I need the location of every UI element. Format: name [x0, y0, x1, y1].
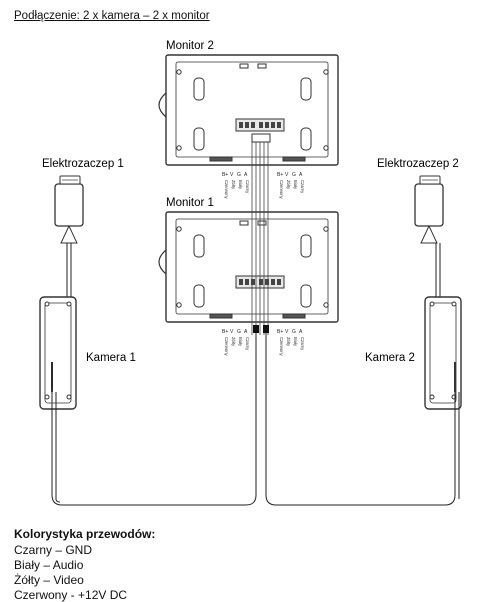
legend-item-0: Czarny – GND — [14, 543, 93, 557]
m2-right-term-0: B+ — [277, 172, 283, 178]
diagram-title: Podłączenie: 2 x kamera – 2 x monitor — [14, 10, 210, 22]
m2-right-name-2: Biały — [293, 180, 298, 190]
legend-item-1: Biały – Audio — [14, 558, 84, 572]
monitor-bus-wires — [251, 142, 269, 335]
m2-right-name-1: Żółty — [286, 180, 291, 190]
m2-left-term-2: G — [237, 172, 241, 178]
camera-2-label: Kamera 2 — [365, 352, 415, 364]
m1-right-name-2: Biały — [293, 337, 298, 347]
m2-left-name-1: Żółty — [231, 180, 236, 190]
m1-left-term-0: B+ — [222, 329, 228, 335]
m1-right-name-0: Czerwony — [279, 337, 284, 357]
m2-right-term-2: G — [292, 172, 296, 178]
camera-1 — [39, 296, 77, 410]
camera-1-label: Kamera 1 — [86, 352, 136, 364]
monitor-1-label: Monitor 1 — [166, 197, 214, 209]
m2-left-name-2: Biały — [238, 180, 243, 190]
m1-left-name-2: Biały — [238, 337, 243, 347]
lock-1 — [54, 175, 84, 244]
monitor-1-connectors — [253, 325, 269, 333]
m1-right-name-3: Czarny — [300, 337, 305, 351]
m1-right-term-3: A — [299, 329, 303, 335]
m1-left-name-1: Żółty — [231, 337, 236, 347]
m2-left-term-3: A — [244, 172, 248, 178]
m2-left-name-0: Czerwony — [224, 180, 229, 200]
lock-2-label: Elektrozaczep 2 — [377, 158, 459, 170]
monitor-2 — [158, 54, 339, 166]
m2-right-name-3: Czarny — [300, 180, 305, 194]
camera-1-cable — [51, 330, 257, 506]
m2-right-term-3: A — [299, 172, 303, 178]
m2-right-term-1: V — [285, 172, 289, 178]
lock-2 — [414, 175, 444, 244]
lock-1-label: Elektrozaczep 1 — [42, 158, 124, 170]
m1-right-term-0: B+ — [277, 329, 283, 335]
legend-item-2: Żółty – Video — [14, 573, 84, 587]
monitor-1 — [158, 211, 339, 323]
monitor-2-label: Monitor 2 — [166, 40, 214, 52]
legend-heading: Kolorystyka przewodów: — [14, 527, 156, 541]
m1-left-term-2: G — [237, 329, 241, 335]
m2-left-term-1: V — [230, 172, 234, 178]
camera-2 — [424, 296, 462, 410]
m1-right-name-1: Żółty — [286, 337, 291, 347]
m2-right-name-0: Czerwony — [279, 180, 284, 200]
m2-left-term-0: B+ — [222, 172, 228, 178]
m2-left-name-3: Czarny — [245, 180, 250, 194]
m1-left-name-0: Czerwony — [224, 337, 229, 357]
m1-left-term-3: A — [244, 329, 248, 335]
m1-right-term-1: V — [285, 329, 289, 335]
m1-left-term-1: V — [230, 329, 234, 335]
m1-right-term-2: G — [292, 329, 296, 335]
camera-2-cable — [265, 330, 460, 506]
m1-left-name-3: Czarny — [245, 337, 250, 351]
legend-item-3: Czerwony - +12V DC — [14, 588, 128, 602]
